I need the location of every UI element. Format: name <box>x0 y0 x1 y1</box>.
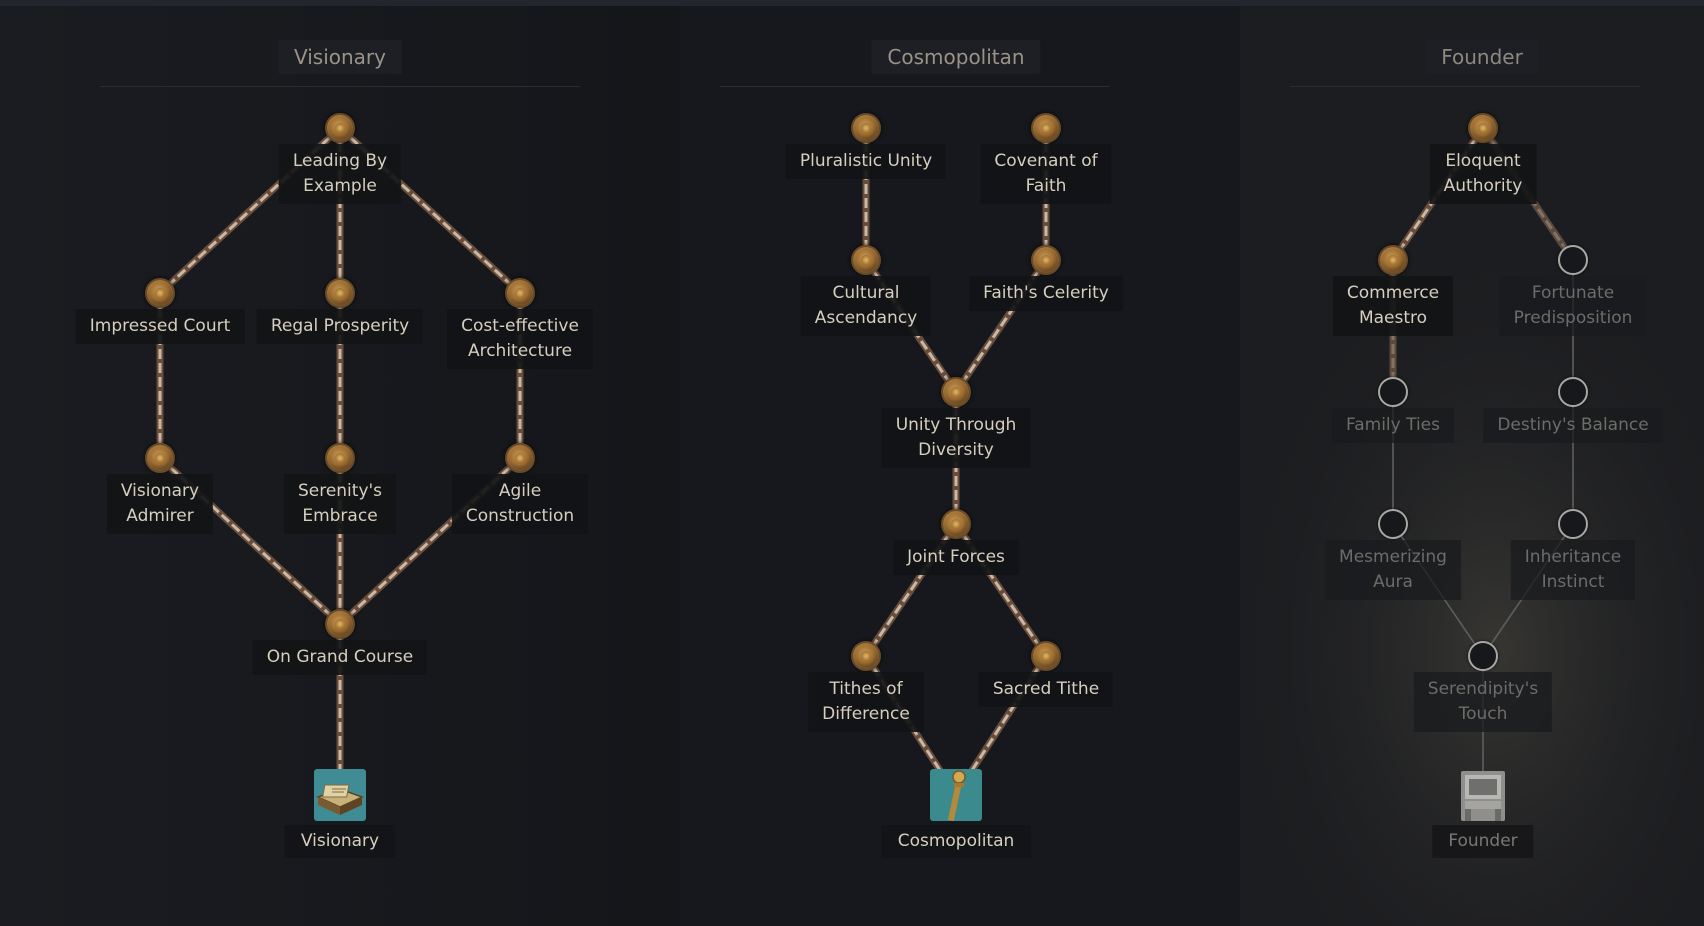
perk-node-icon[interactable] <box>1378 245 1408 275</box>
perk-node-icon[interactable] <box>145 443 175 473</box>
perk-node-icon[interactable] <box>505 443 535 473</box>
perk-node-icon[interactable] <box>145 278 175 308</box>
perk-label[interactable]: Cultural Ascendancy <box>800 276 932 336</box>
perk-node-icon[interactable] <box>325 278 355 308</box>
perk-connection-highlight <box>338 126 522 295</box>
perk-label[interactable]: Joint Forces <box>893 540 1019 575</box>
perk-label[interactable]: Commerce Maestro <box>1332 276 1454 336</box>
perk-node-icon[interactable] <box>1378 509 1408 539</box>
perk-node-icon[interactable] <box>1031 641 1061 671</box>
reward-label: Cosmopolitan <box>881 825 1031 858</box>
perk-label[interactable]: Pluralistic Unity <box>785 144 947 179</box>
perk-node-icon[interactable] <box>1468 641 1498 671</box>
perk-label[interactable]: Regal Prosperity <box>256 309 424 344</box>
perk-node-icon[interactable] <box>1031 113 1061 143</box>
perk-node-icon[interactable] <box>851 113 881 143</box>
perk-connection-highlight <box>954 523 1048 657</box>
perk-label[interactable]: Family Ties <box>1331 408 1455 443</box>
perk-label[interactable]: Fortunate Predisposition <box>1499 276 1647 336</box>
perk-node-icon[interactable] <box>1558 377 1588 407</box>
perk-label[interactable]: Cost-effective Architecture <box>447 309 593 369</box>
perk-node-icon[interactable] <box>1558 509 1588 539</box>
column-divider <box>1290 86 1640 87</box>
perk-label[interactable]: Visionary Admirer <box>106 474 214 534</box>
perk-connection-highlight <box>158 456 342 626</box>
reward-label: Founder <box>1432 825 1534 858</box>
perk-connection-highlight <box>338 456 522 626</box>
perk-label[interactable]: Sacred Tithe <box>978 672 1114 707</box>
column-divider <box>720 86 1110 87</box>
perk-label[interactable]: Impressed Court <box>75 309 245 344</box>
perk-label[interactable]: Leading By Example <box>278 144 402 204</box>
perk-label[interactable]: Tithes of Difference <box>808 672 924 732</box>
perk-label[interactable]: Agile Construction <box>451 474 589 534</box>
perk-node-icon[interactable] <box>1378 377 1408 407</box>
perk-label[interactable]: On Grand Course <box>252 640 428 675</box>
perk-node-icon[interactable] <box>851 245 881 275</box>
scepter-icon[interactable] <box>928 767 984 823</box>
perk-connection-highlight <box>864 523 958 657</box>
perk-node-icon[interactable] <box>941 509 971 539</box>
column-title-founder: Founder <box>1425 40 1539 74</box>
perk-node-icon[interactable] <box>1468 113 1498 143</box>
perk-label[interactable]: Serendipity's Touch <box>1413 672 1553 732</box>
column-divider <box>100 86 580 87</box>
column-title-cosmopolitan: Cosmopolitan <box>871 40 1041 74</box>
perk-label[interactable]: Unity Through Diversity <box>881 408 1031 468</box>
visionary-book-icon[interactable] <box>312 767 368 823</box>
perk-label[interactable]: Eloquent Authority <box>1429 144 1537 204</box>
perk-label[interactable]: Covenant of Faith <box>980 144 1112 204</box>
perk-connection-highlight <box>158 126 342 295</box>
perk-label[interactable]: Inheritance Instinct <box>1510 540 1636 600</box>
perk-node-icon[interactable] <box>325 443 355 473</box>
perk-label[interactable]: Faith's Celerity <box>969 276 1123 311</box>
throne-icon[interactable] <box>1455 767 1511 823</box>
perk-node-icon[interactable] <box>325 113 355 143</box>
reward-label: Visionary <box>284 825 396 858</box>
perk-node-icon[interactable] <box>941 377 971 407</box>
perk-label[interactable]: Destiny's Balance <box>1483 408 1663 443</box>
perk-node-icon[interactable] <box>851 641 881 671</box>
perk-label[interactable]: Serenity's Embrace <box>283 474 397 534</box>
perk-connection-highlight <box>954 259 1048 393</box>
perk-node-icon[interactable] <box>505 278 535 308</box>
perk-node-icon[interactable] <box>1031 245 1061 275</box>
perk-label[interactable]: Mesmerizing Aura <box>1325 540 1461 600</box>
column-title-visionary: Visionary <box>277 40 403 74</box>
perk-node-icon[interactable] <box>1558 245 1588 275</box>
perk-node-icon[interactable] <box>325 609 355 639</box>
